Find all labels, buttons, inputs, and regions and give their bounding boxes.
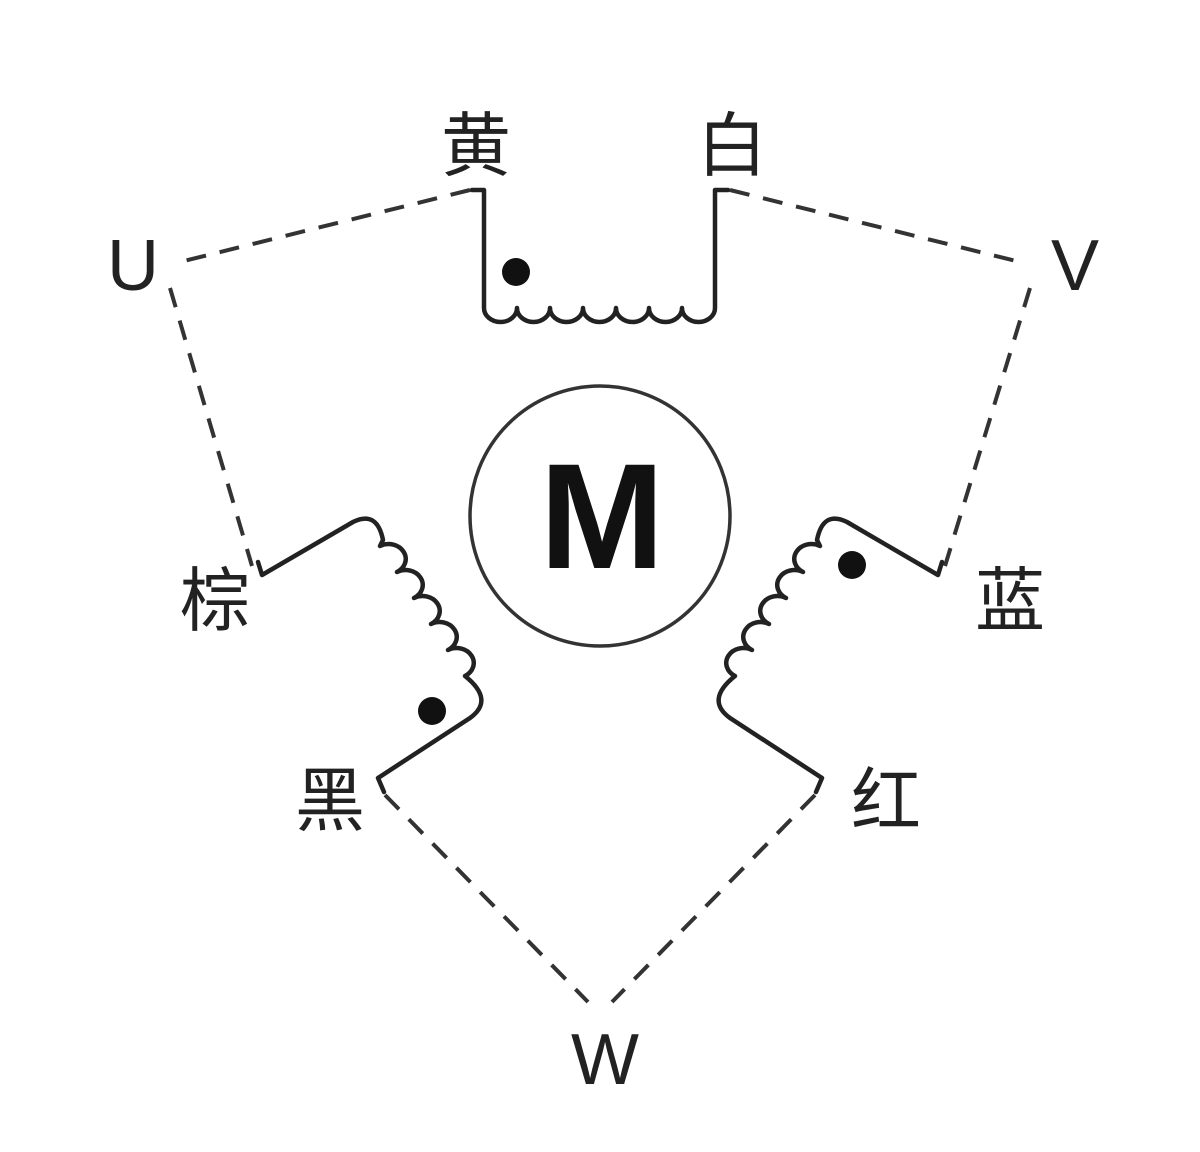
terminal-w-label: W [571, 1020, 639, 1100]
coil-right-winding [716, 516, 945, 795]
wire-label-black: 黑 [295, 760, 365, 842]
coil-top [469, 187, 731, 325]
dash-black-to-w [383, 793, 590, 1004]
motor-label: M [540, 432, 665, 600]
terminal-v-label: V [1051, 226, 1099, 306]
wire-label-yellow: 黄 [441, 105, 511, 187]
dash-v-to-blue [943, 287, 1032, 567]
coil-left-winding [255, 516, 484, 795]
wire-label-white: 白 [697, 105, 767, 187]
dash-red-to-w [610, 793, 817, 1004]
coil-right [716, 516, 945, 795]
dash-white-to-v [729, 188, 1021, 264]
coil-top-winding [469, 187, 731, 325]
wire-label-blue: 蓝 [975, 560, 1045, 642]
coil-top-polarity-dot [502, 258, 530, 286]
wire-label-brown: 棕 [180, 560, 250, 642]
coil-left [255, 516, 484, 795]
motor-circle [468, 384, 732, 648]
coil-left-polarity-dot [418, 697, 446, 725]
coil-right-polarity-dot [838, 551, 866, 579]
dashed-connections [168, 188, 1032, 1004]
dash-u-to-brown [168, 287, 254, 567]
motor-symbol: M [468, 384, 732, 648]
wire-label-red: 红 [851, 760, 921, 842]
dash-yellow-to-u [179, 188, 471, 264]
terminal-u-label: U [107, 226, 159, 306]
